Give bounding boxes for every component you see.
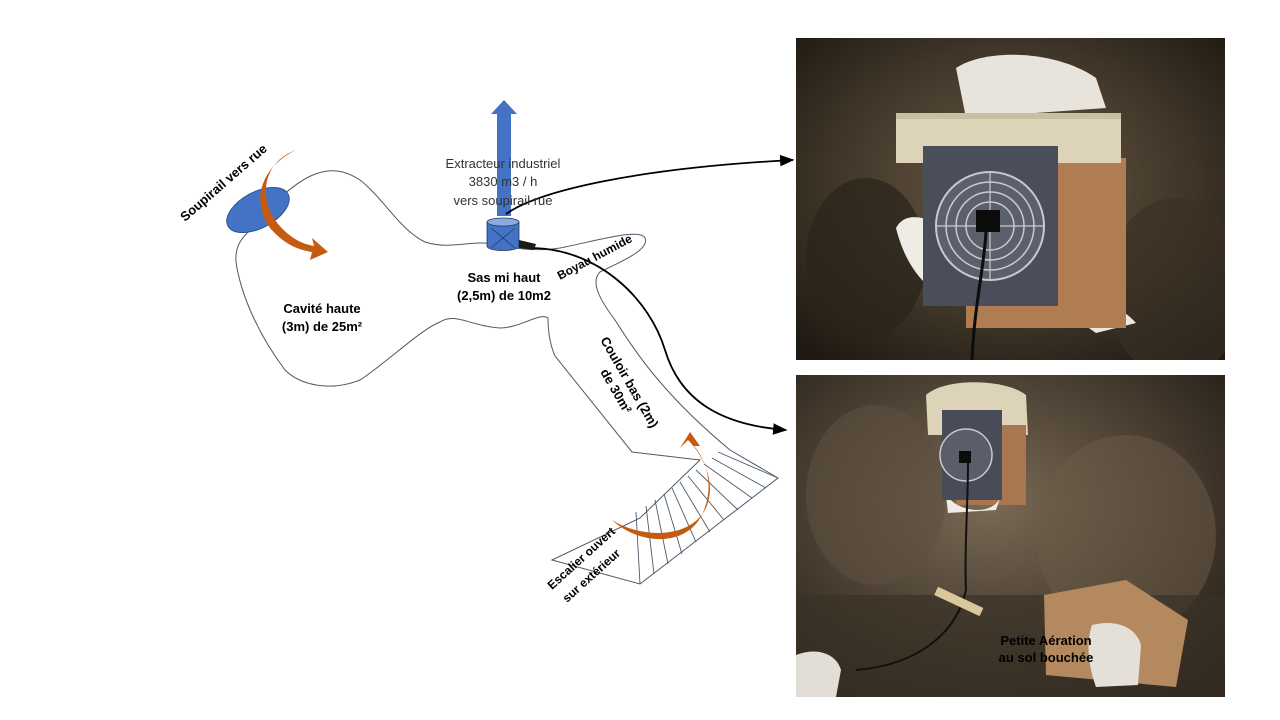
caption-petite-aeration: Petite Aération au sol bouchée xyxy=(998,633,1094,665)
extractor-fan xyxy=(486,217,536,251)
photo-extractor-closeup xyxy=(796,38,1225,360)
label-extracteur-2: 3830 m3 / h xyxy=(469,174,538,189)
label-extracteur-1: Extracteur industriel xyxy=(446,156,561,171)
connector-to-bottom-photo xyxy=(533,247,788,435)
connector-to-top-photo xyxy=(505,154,795,215)
label-extracteur-3: vers soupirail rue xyxy=(454,193,553,208)
label-sas-2: (2,5m) de 10m2 xyxy=(457,288,551,303)
label-cavite-1: Cavité haute xyxy=(283,301,360,316)
photo-cave-wide: Petite Aération au sol bouchée xyxy=(796,375,1225,697)
label-sas-1: Sas mi haut xyxy=(468,270,542,285)
staircase xyxy=(635,451,779,585)
label-cavite-2: (3m) de 25m² xyxy=(282,319,363,334)
cave-outline xyxy=(235,170,779,585)
soupirail-air-arrow xyxy=(260,150,328,260)
label-boyau: Boyau humide xyxy=(555,231,635,282)
exhaust-up-arrow xyxy=(491,100,517,216)
